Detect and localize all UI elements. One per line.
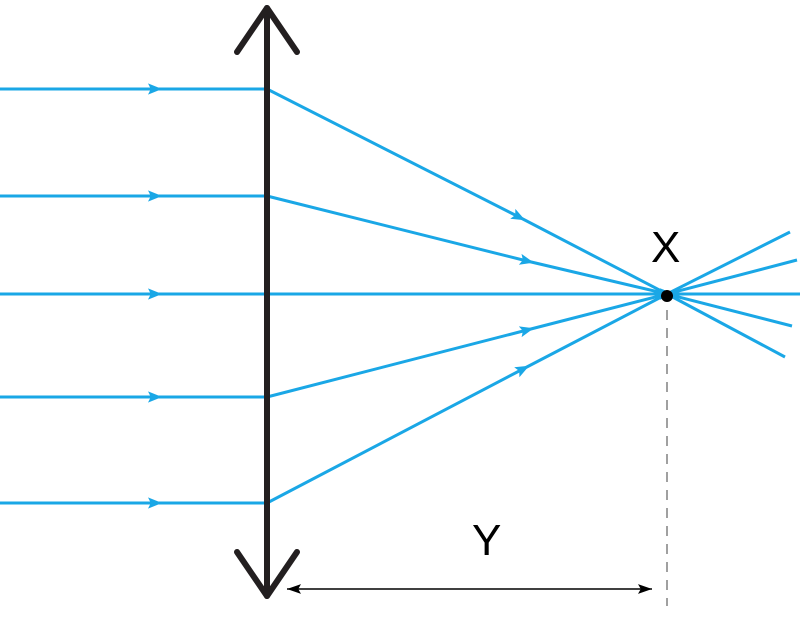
refracted-ray-5 xyxy=(266,288,786,505)
lens-top-arrowhead-icon xyxy=(234,5,300,55)
focal-length-label: Y xyxy=(472,516,501,565)
refracted-ray-4 xyxy=(266,288,793,399)
refracted-ray-1 xyxy=(266,87,791,300)
incoming-rays xyxy=(0,83,267,509)
refracted-rays xyxy=(266,87,800,505)
focal-point-dot xyxy=(661,290,673,302)
convex-lens xyxy=(234,5,300,599)
focal-point-label: X xyxy=(651,223,680,272)
lens-bottom-arrowhead-icon xyxy=(234,549,300,599)
refracted-ray-2 xyxy=(266,194,798,300)
